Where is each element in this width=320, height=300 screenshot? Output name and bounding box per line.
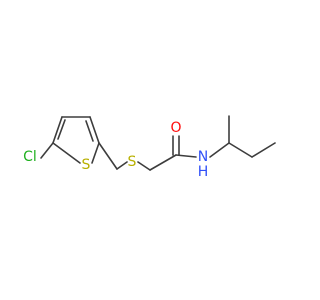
bond-c2-s-ring bbox=[91, 142, 100, 164]
atom-label-thioether-sulfur: S bbox=[128, 154, 137, 170]
atom-label-chlorine: Cl bbox=[23, 149, 37, 165]
bond-layer bbox=[40, 115, 276, 171]
bond-s-ch2b bbox=[137, 161, 151, 171]
atom-label-ring-sulfur: S bbox=[82, 157, 91, 173]
bond-c5-c4 bbox=[52, 116, 63, 144]
bond-ch-ch2 bbox=[228, 142, 253, 158]
atom-label-layer: Cl S S O N H bbox=[23, 120, 208, 180]
atom-label-amide-hydrogen: H bbox=[198, 164, 209, 180]
bond-ch2b-carbonyl bbox=[149, 154, 177, 171]
bond-n-ch bbox=[209, 142, 230, 158]
molecule-diagram: Cl S S O N H bbox=[23, 115, 276, 180]
bond-c2-ch2 bbox=[98, 142, 118, 170]
atom-label-oxygen: O bbox=[170, 120, 181, 136]
bond-c5-c4-inner bbox=[57, 119, 66, 140]
bond-c-n bbox=[175, 154, 197, 158]
bond-s-ring-c5 bbox=[52, 142, 81, 164]
bond-c3-c2-inner bbox=[85, 120, 94, 142]
bond-cl-c5 bbox=[40, 142, 54, 159]
bond-ch2-s bbox=[116, 161, 128, 170]
atom-label-nitrogen: N bbox=[198, 149, 208, 165]
bond-c3-c2 bbox=[89, 116, 100, 144]
bond-ch2-ch3 bbox=[251, 142, 276, 158]
